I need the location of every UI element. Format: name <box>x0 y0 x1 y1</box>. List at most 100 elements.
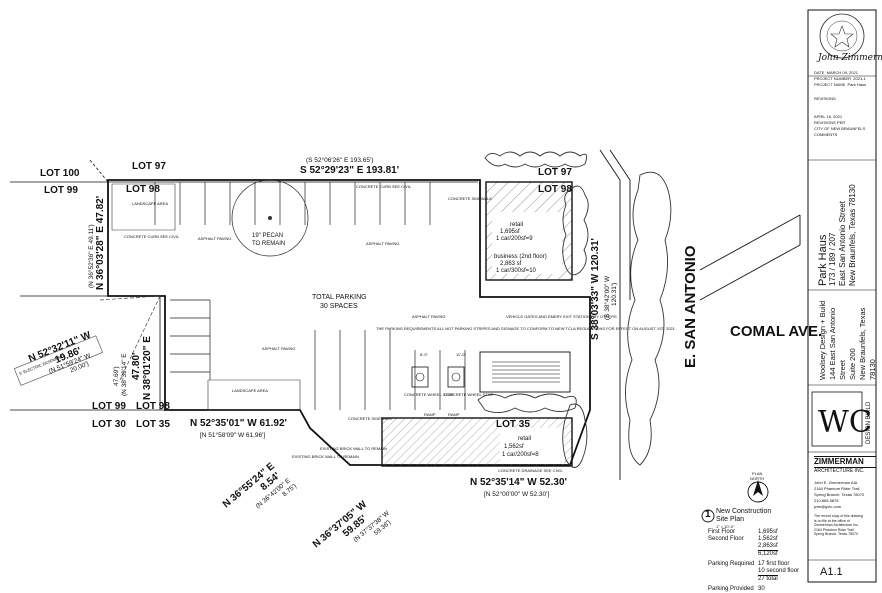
area-summary-value: 10 second floor <box>758 568 800 574</box>
north-retail-label: retail <box>510 222 523 228</box>
easement-line <box>99 295 161 381</box>
revisions-heading: REVISIONS <box>814 96 836 101</box>
parking-stripes-lower <box>170 299 466 410</box>
wc-logo-letters: WC <box>818 405 872 440</box>
bearing-mid-main-2: 47.80' <box>131 353 142 380</box>
copyright-2: is on file at the office of <box>814 518 850 523</box>
meta-label-date: DATE <box>814 70 825 75</box>
ramp-label-1: RAMP <box>424 412 436 417</box>
neighbor-lot-lines <box>10 159 478 411</box>
wheel-stop-label-2: CONCRETE WHEEL STOP <box>444 392 494 397</box>
area-summary-label <box>708 575 758 583</box>
concrete-curb-top: CONCRETE CURB SEE CIVIL <box>356 184 412 189</box>
lot-99-bottom-label: LOT 99 <box>92 401 126 412</box>
tree-hedges <box>477 151 672 468</box>
total-parking-label-2: 30 SPACES <box>320 303 358 310</box>
north-arrow-icon <box>747 480 769 503</box>
area-summary-label <box>708 550 758 558</box>
north-business-label: business (2nd floor) <box>494 254 547 260</box>
pecan-label-1: 19" PECAN <box>252 233 283 239</box>
revision-date: APRIL 16, 2021 <box>814 114 843 119</box>
south-building-label-mask <box>500 428 564 464</box>
architect-email: jzim@gvtc.com <box>814 504 842 509</box>
architect-phone: 210.865.5876 <box>814 498 839 503</box>
utility-circle-2 <box>451 372 461 382</box>
meta-value-project-number: 2021-1 <box>853 76 866 81</box>
pecan-tree-trunk <box>268 216 272 220</box>
pecan-label-2: TO REMAIN <box>252 241 285 247</box>
plan-north-label-2: NORTH <box>750 476 764 481</box>
meta-label-project-number: PROJECT NUMBER <box>814 76 852 81</box>
project-meta: DATE MARCH 09, 2021 PROJECT NUMBER 2021-… <box>814 70 866 88</box>
architect-address-3: Spring Branch, Texas 78070 <box>814 492 865 497</box>
sheet-number: A1.1 <box>820 566 843 578</box>
asphalt-paving-3: ASPHALT PAVING <box>412 314 446 319</box>
north-retail-area: 1,695sf <box>500 229 520 235</box>
south-retail-parking: 1 car/200sf=8 <box>502 452 539 458</box>
property-boundary <box>107 179 591 466</box>
south-retail-label: retail <box>518 436 531 442</box>
area-summary-value: 1,562sf <box>758 536 778 542</box>
meta-value-date: MARCH 09, 2021 <box>826 70 858 75</box>
asphalt-paving-2: ASPHALT PAVING <box>366 241 400 246</box>
bearing-top-main: S 52°29'23" E 193.81' <box>300 165 399 176</box>
client-address-2: Suite 200 <box>848 348 857 380</box>
area-summary-label <box>708 543 758 550</box>
area-summary-label: Parking Provided <box>708 586 754 592</box>
landscape-area-nw: LANDSCAPE AREA <box>132 201 168 206</box>
lot-98-bottom-label: LOT 98 <box>136 401 170 412</box>
south-retail-area: 1,562sf <box>504 444 524 450</box>
lot-97-left-label: LOT 97 <box>132 161 166 172</box>
revision-note-1: REVISIONS PER <box>814 120 846 125</box>
architect-seal-icon <box>819 13 865 59</box>
meta-value-project-name: Park Haus <box>847 82 867 87</box>
bearing-right-sub-1: (S 38°42'00" W <box>603 275 611 320</box>
title-block-border <box>807 9 877 583</box>
drawing-title-block: New Construction Site Plan 1" = 10'-0" <box>716 508 771 529</box>
street-comal-ave: COMAL AVE. <box>730 323 822 340</box>
wheel-stop-label-1: CONCRETE WHEEL STOP <box>404 392 454 397</box>
stair-treads <box>492 361 560 383</box>
concrete-sidewalk-bottom: CONCRETE SIDEWALK <box>348 416 392 421</box>
lot-30-label: LOT 30 <box>92 419 126 430</box>
ramp-label-2: RAMP <box>448 412 460 417</box>
bearing-right-main: S 38°03'33" W 120.31' <box>590 238 601 340</box>
area-summary-row: 6,120sf <box>708 550 800 558</box>
bearing-lower-sub: [N 51°58'09" W 61.96'] <box>200 431 265 439</box>
area-summary-value: 6,120sf <box>758 550 778 557</box>
bearing-mid-main-1: N 38°01'20" E <box>142 336 153 400</box>
copyright-5: Spring Branch, Texas 78070 <box>814 532 858 536</box>
bearing-left-sub: (N 36°52'36" E 49.11') <box>87 224 95 288</box>
parking-note: THE PARKING REQUIREMENTS ALL NOT PARKING… <box>376 326 676 331</box>
existing-wall-label-1: EXISTING BRICK WALL TO REMAIN <box>320 446 387 451</box>
logo-side-text: DESIGN BUILD <box>866 401 872 444</box>
client-name: Woolsey Design + Build <box>818 300 827 380</box>
vehicle-gates-note: VEHICLE GATES AND EMERY EXIT STATIONS BY… <box>506 314 617 319</box>
bearing-bottom-sub: [N 52°00'00" W 52.30'] <box>484 490 549 498</box>
area-summary-row: 10 second floor <box>708 568 800 575</box>
dimension-1: 8'-0" <box>420 352 429 357</box>
area-summary-value: 27 total <box>758 575 778 582</box>
meta-label-project-name: PROJECT NAME <box>814 82 846 87</box>
total-parking-label-1: TOTAL PARKING <box>312 294 367 301</box>
wheel-stop-box-1 <box>411 366 429 388</box>
north-building-label-mask <box>492 212 562 274</box>
area-summary-value: 1,695sf <box>758 529 778 535</box>
drawing-number: 1 <box>705 509 711 520</box>
north-business-parking: 1 car/300sf=10 <box>496 268 537 274</box>
area-summary-value: 30 <box>758 586 765 592</box>
area-summary-label: First Floor <box>708 529 735 535</box>
project-address-2: East San Antonio Street <box>838 201 847 286</box>
street-e-san-antonio: E. SAN ANTONIO <box>682 245 699 368</box>
lot-98-right-label: LOT 98 <box>538 184 572 195</box>
drawing-title-2: Site Plan <box>716 516 745 523</box>
existing-wall-label-2: EXISTING BRICK WALL TO REMAIN <box>292 454 359 459</box>
client-address-3: New Braunfels, Texas 78130 <box>858 307 877 380</box>
architect-signature: John Zimmerman, AIA <box>816 53 882 63</box>
architect-name: ZIMMERMAN <box>814 456 876 468</box>
bearing-left-main: N 36°03'28" E 47.82' <box>95 196 106 290</box>
drawing-scale: 1" = 10'-0" <box>716 524 735 529</box>
